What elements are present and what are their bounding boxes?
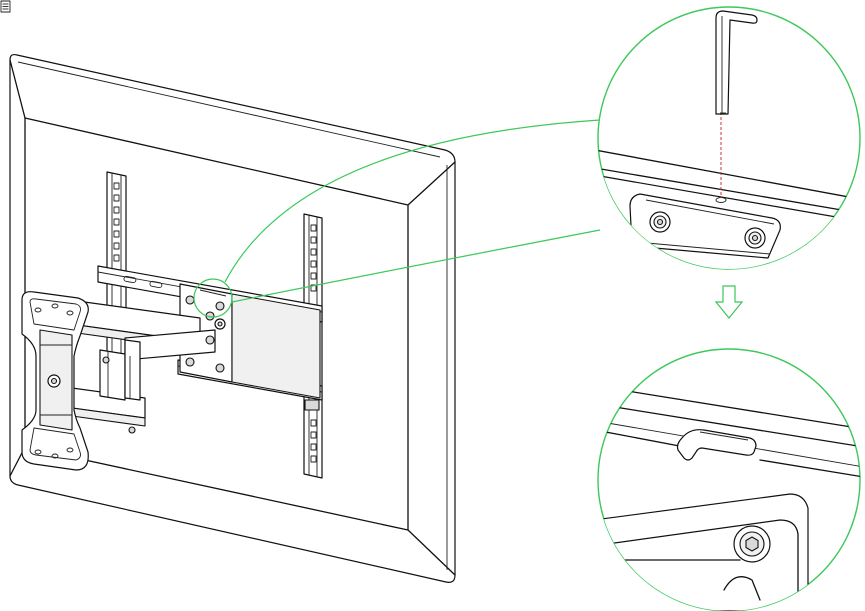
articulating-arm-upper xyxy=(69,299,216,361)
detail-view-hex-key-seated xyxy=(597,348,861,611)
articulating-arm-lower xyxy=(71,339,146,427)
callout-leader-lines xyxy=(224,119,601,303)
callout-circle-source xyxy=(193,278,233,318)
hex-key-icon xyxy=(715,10,758,115)
wall-plate xyxy=(21,291,89,471)
hex-bolt-icon xyxy=(649,211,671,233)
down-arrow-icon xyxy=(714,285,744,319)
detail-view-insert-hex-key xyxy=(597,6,861,270)
document-icon xyxy=(0,0,11,13)
hinge-bolts xyxy=(102,311,215,434)
